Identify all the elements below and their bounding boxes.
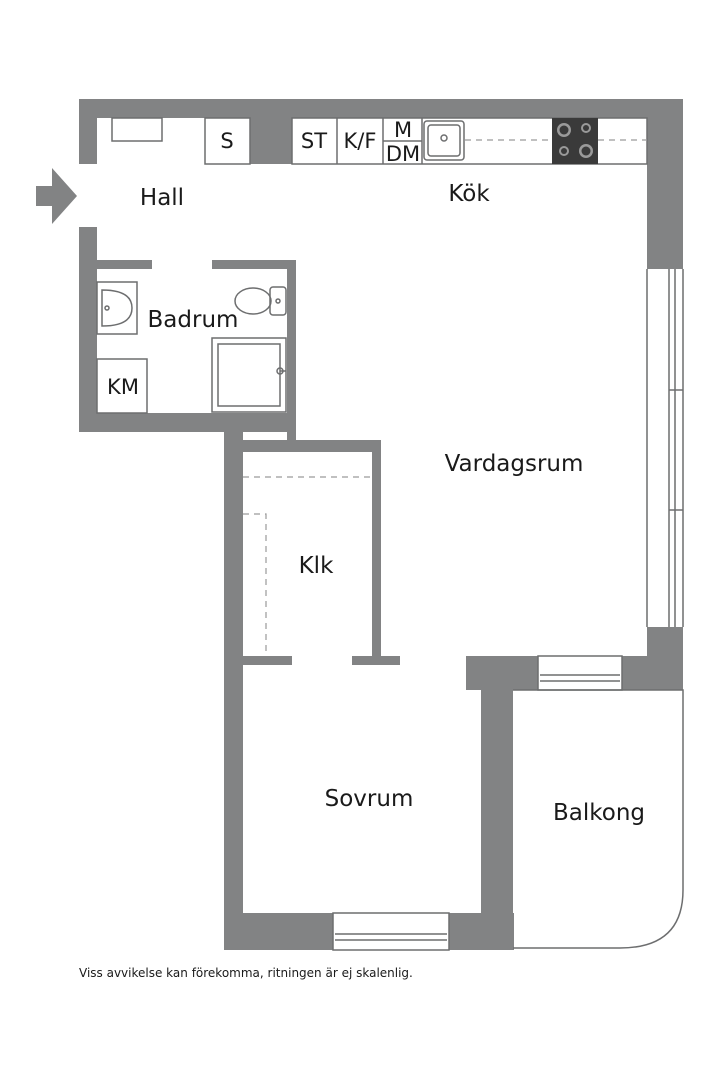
room-label-hall: Hall (140, 185, 184, 211)
fixture-label-km: KM (107, 375, 139, 399)
washing-machine-box (96, 358, 148, 414)
room-label-balkong: Balkong (553, 800, 645, 826)
stove-icon (552, 118, 598, 164)
toilet-icon (234, 286, 287, 316)
disclaimer-text: Viss avvikelse kan förekomma, ritningen … (79, 966, 413, 980)
windows (332, 269, 684, 951)
room-label-vardagsrum: Vardagsrum (445, 451, 584, 477)
fixture-label-st: ST (301, 129, 327, 153)
room-label-klk: Klk (299, 553, 334, 579)
entrance-arrow-icon (36, 168, 77, 224)
fixture-label-m: M (394, 118, 412, 142)
fixture-label-s: S (220, 129, 233, 153)
sink-icon (423, 120, 465, 161)
washbasin-icon (101, 289, 133, 327)
room-label-sovrum: Sovrum (325, 786, 414, 812)
room-label-kok: Kök (448, 181, 490, 207)
closet-details (243, 476, 372, 656)
wardrobe-box (204, 117, 251, 165)
fixture-label-kf: K/F (344, 129, 377, 153)
room-label-badrum: Badrum (148, 307, 239, 333)
bathroom-fixtures (96, 281, 287, 414)
hall-shelf (111, 117, 163, 142)
balcony-outline (513, 689, 684, 949)
fixture-label-dm: DM (386, 142, 420, 166)
kitchen-counter (291, 117, 648, 165)
shower-icon (211, 337, 287, 413)
